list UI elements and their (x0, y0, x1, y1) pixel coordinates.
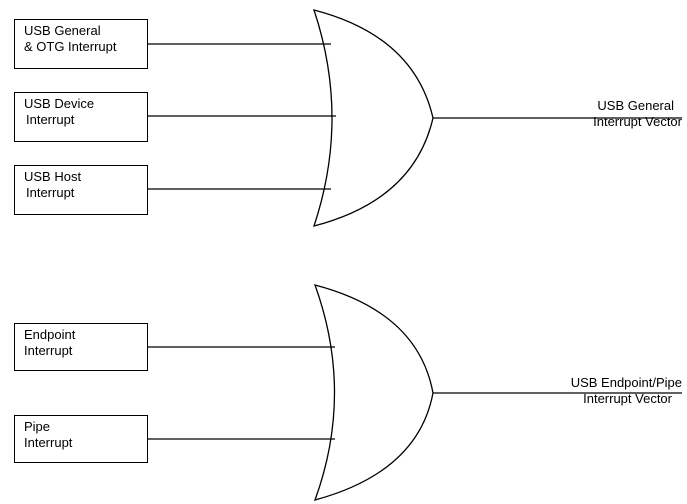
input-label-line2: Interrupt (24, 343, 73, 358)
input-label-line2: Interrupt (26, 112, 75, 127)
output-label-line2: Interrupt Vector (593, 114, 682, 129)
input-box-general-otg: USB General & OTG Interrupt (14, 19, 148, 69)
or-gate-top (313, 9, 434, 227)
output-label-line2: Interrupt Vector (583, 391, 672, 406)
output-label-line1: USB General (597, 98, 674, 113)
input-label-line1: USB General (24, 23, 101, 38)
input-label-line1: USB Device (24, 96, 95, 111)
input-label-line1: Pipe (24, 419, 51, 434)
input-label-line2: & OTG Interrupt (24, 39, 117, 54)
input-box-host: USB Host Interrupt (14, 165, 148, 215)
input-label-line2: Interrupt (24, 435, 73, 450)
input-label-line1: USB Host (24, 169, 82, 184)
input-box-pipe: Pipe Interrupt (14, 415, 148, 463)
input-label-line1: Endpoint (24, 327, 76, 342)
output-label-endpoint-pipe: USB Endpoint/Pipe Interrupt Vector (571, 375, 682, 407)
or-gate-bottom (313, 284, 434, 501)
output-label-general: USB General Interrupt Vector (593, 98, 682, 130)
input-label-line2: Interrupt (26, 185, 75, 200)
output-label-line1: USB Endpoint/Pipe (570, 375, 682, 390)
input-box-endpoint: Endpoint Interrupt (14, 323, 148, 371)
input-box-device: USB Device Interrupt (14, 92, 148, 142)
